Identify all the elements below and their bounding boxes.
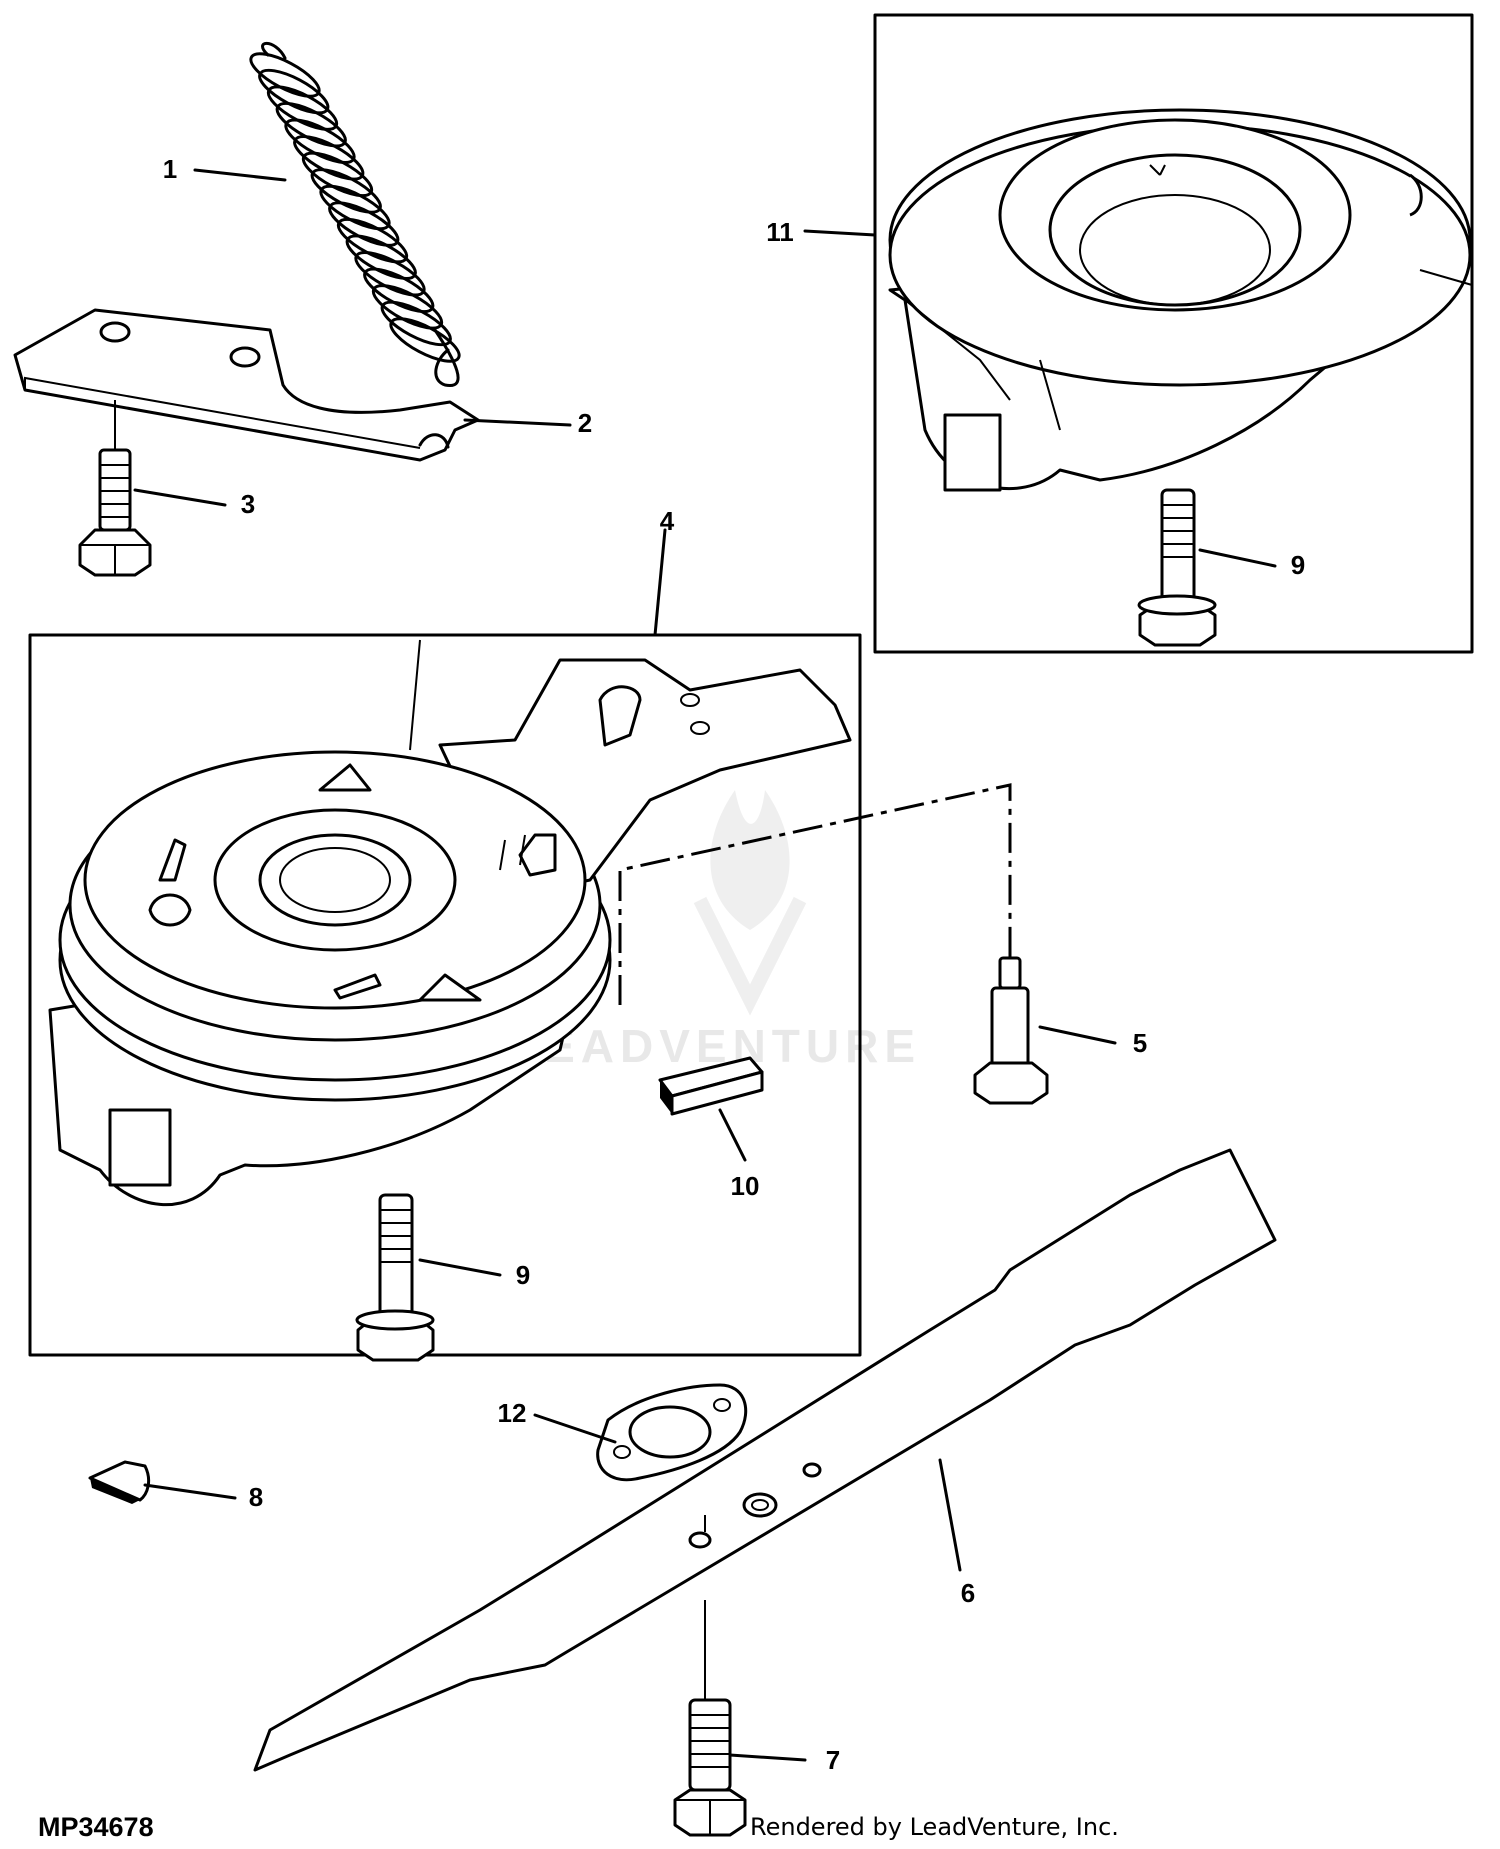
- callout-11: 11: [766, 217, 794, 247]
- blade-part: [253, 1148, 1277, 1772]
- callout-3: 3: [241, 489, 255, 519]
- callout-labels: 1 2 3 4 5 6 7 8 9 9 10 11 12: [163, 154, 1305, 1775]
- square-key-part: [658, 1056, 764, 1116]
- shoulder-bolt-part: [973, 956, 1049, 1105]
- bolt-small-part: [78, 400, 152, 577]
- spring-part: [249, 41, 461, 387]
- figure-id: MP34678: [38, 1812, 154, 1842]
- watermark-text: LEADVENTURE: [510, 1020, 921, 1072]
- assembly-path-line: [618, 783, 1012, 1005]
- clutch-alt-inset-box: [873, 13, 1474, 654]
- callout-5: 5: [1133, 1028, 1147, 1058]
- leader-lines: [133, 168, 1277, 1762]
- callout-12: 12: [498, 1398, 527, 1428]
- key-woodruff-part: [88, 1460, 151, 1504]
- credit-text: Rendered by LeadVenture, Inc.: [750, 1813, 1119, 1841]
- callout-1: 1: [163, 154, 177, 184]
- callout-4: 4: [660, 506, 675, 536]
- blade-bolt-part: [673, 1600, 747, 1837]
- callout-2: 2: [578, 408, 592, 438]
- clutch-alt-part: [888, 108, 1473, 492]
- spring-coil: [389, 317, 461, 363]
- bracket-part: [13, 308, 480, 462]
- watermark: LEADVENTURE: [510, 790, 921, 1072]
- callout-10: 10: [731, 1171, 760, 1201]
- clutch-bolt-alt-part: [1137, 488, 1217, 647]
- callout-7: 7: [826, 1745, 840, 1775]
- callout-8: 8: [249, 1482, 263, 1512]
- clutch-bolt-part: [355, 1193, 435, 1362]
- clutch-assembly-inset-box: [28, 633, 862, 1357]
- clutch-assembly-part: [48, 639, 852, 1207]
- callout-9: 9: [516, 1260, 530, 1290]
- callout-6: 6: [961, 1578, 975, 1608]
- callout-9-inset: 9: [1291, 550, 1305, 580]
- spacer-part: [596, 1383, 748, 1482]
